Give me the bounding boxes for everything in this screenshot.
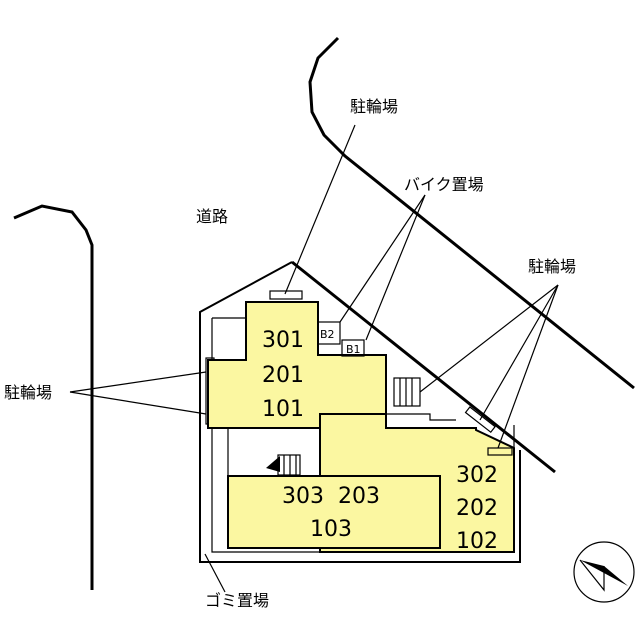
site-boundary bbox=[199, 261, 521, 563]
bike-slot-b1-label: B1 bbox=[346, 343, 361, 356]
bicycle-slot-right2 bbox=[487, 447, 513, 456]
label-bicycle-parking-left: 駐輪場 bbox=[4, 383, 52, 402]
bike-slot-b2 bbox=[317, 321, 341, 345]
label-bicycle-parking-right: 駐輪場 bbox=[528, 257, 576, 276]
road-edge-top bbox=[308, 36, 635, 390]
label-bike-parking: バイク置場 bbox=[404, 175, 484, 194]
bicycle-rack-hatch bbox=[399, 378, 413, 406]
unit-101: 101 bbox=[262, 397, 304, 422]
leader-bicycle-right-2 bbox=[479, 284, 559, 421]
leader-bike-1 bbox=[339, 194, 426, 323]
road-edge-left bbox=[13, 204, 94, 590]
unit-201: 201 bbox=[262, 363, 304, 388]
label-road: 道路 bbox=[196, 207, 228, 226]
leader-bicycle-top bbox=[284, 124, 356, 295]
bike-slot-b1 bbox=[341, 339, 365, 357]
label-bicycle-parking-top: 駐輪場 bbox=[350, 97, 398, 116]
leader-bike-2 bbox=[365, 194, 426, 341]
unit-303-203: 303 203 bbox=[282, 484, 380, 509]
leader-bicycle-right-3 bbox=[497, 284, 559, 449]
leader-garbage bbox=[204, 553, 226, 593]
stair-arrow-icon bbox=[266, 456, 280, 472]
compass-circle bbox=[573, 541, 635, 603]
hallway-lines bbox=[227, 413, 456, 476]
north-arrow-outline bbox=[579, 559, 605, 592]
leader-bicycle-right-1 bbox=[419, 284, 559, 393]
unit-301: 301 bbox=[262, 328, 304, 353]
unit-302: 302 bbox=[456, 463, 498, 488]
road-edge-site bbox=[291, 260, 556, 474]
stair-box bbox=[277, 454, 301, 476]
bike-slot-b2-label: B2 bbox=[320, 328, 335, 341]
unit-102: 102 bbox=[456, 529, 498, 554]
leader-bicycle-left-1 bbox=[69, 371, 207, 393]
building-front-block bbox=[227, 475, 441, 549]
unit-103: 103 bbox=[310, 517, 352, 542]
label-garbage: ゴミ置場 bbox=[205, 591, 269, 610]
leader-bicycle-left-2 bbox=[69, 391, 207, 415]
unit-202: 202 bbox=[456, 496, 498, 521]
stair-lines bbox=[283, 455, 297, 475]
bicycle-rack-center bbox=[393, 377, 421, 407]
